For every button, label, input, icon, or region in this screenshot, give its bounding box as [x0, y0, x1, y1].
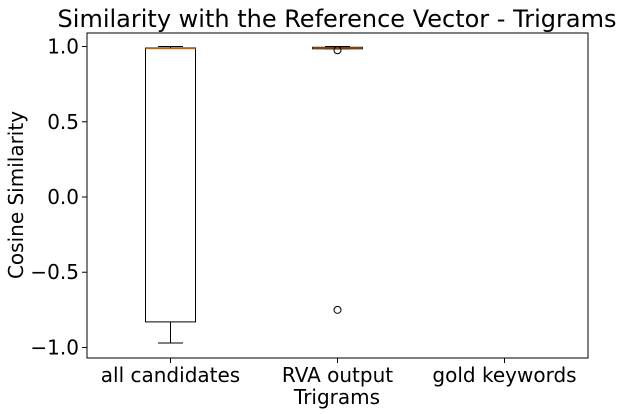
y-tick-label: 0.5	[47, 110, 79, 134]
y-tick-label: −1.0	[30, 335, 79, 359]
box-all-candidates	[145, 46, 196, 344]
x-tick-label: gold keywords	[432, 363, 576, 387]
outlier-point	[333, 46, 342, 55]
y-axis: 1.0 0.5 0.0 −0.5 −1.0	[30, 35, 87, 359]
chart-title: Similarity with the Reference Vector - T…	[58, 5, 617, 33]
x-axis: all candidates RVA output gold keywords	[101, 358, 577, 387]
x-tick-label: RVA output	[282, 363, 393, 387]
outlier-point	[333, 305, 342, 314]
box	[145, 47, 196, 323]
y-tick-label: 0.0	[47, 185, 79, 209]
box-series	[145, 46, 363, 344]
y-tick-label: 1.0	[47, 35, 79, 59]
x-axis-label: Trigrams	[293, 385, 380, 409]
y-tick-label: −0.5	[30, 260, 79, 284]
plot-area	[86, 32, 589, 359]
y-axis-label: Cosine Similarity	[4, 111, 28, 279]
x-tick-label: all candidates	[101, 363, 240, 387]
